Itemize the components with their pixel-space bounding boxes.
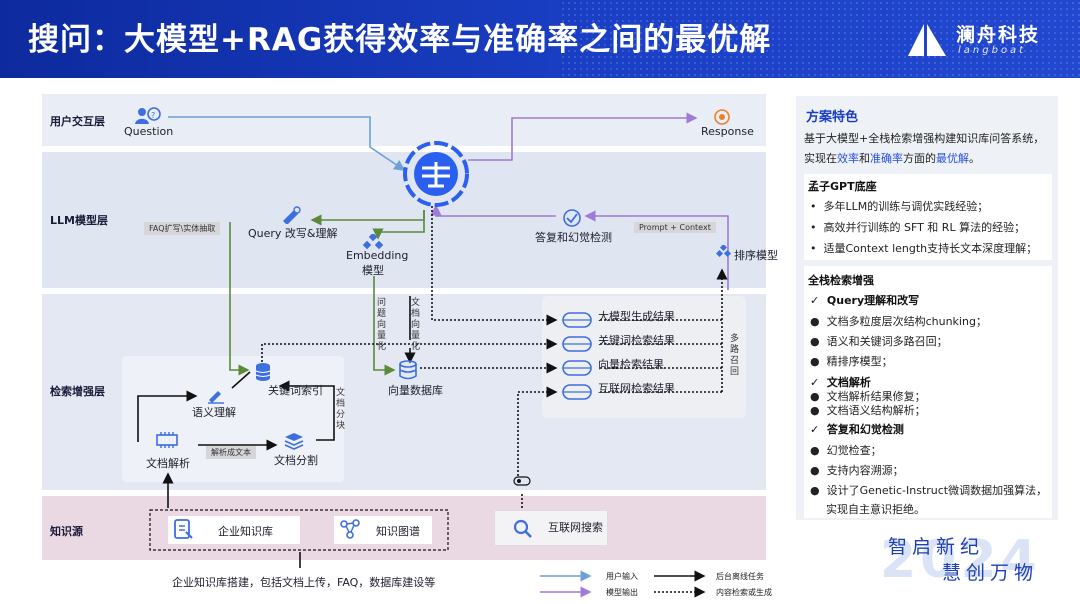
knowledge-graph-label: 知识图谱 [376,525,420,538]
check-feature-item: ● 设计了Genetic-Instruct微调数据加强算法， [810,484,1048,497]
semantic-label: 语义理解 [192,406,236,419]
response-label: Response [701,125,754,138]
check-feature-item: 实现自主意识拒绝。 [826,503,925,516]
gpt-item: • 高效并行训练的 SFT 和 RL 算法的经验； [810,221,1026,234]
lane-label-llm: LLM模型层 [50,214,108,227]
knowledge-graph-card [334,516,432,544]
doc-parse-label: 文档解析 [146,457,190,470]
query-feature-item: ● 精排序模型； [810,355,893,368]
logo-name-cn: 澜舟科技 [956,24,1041,46]
doc-parse-icon [156,432,178,448]
semantic-icon [208,391,224,404]
gpt-item: • 适量Context length支持长文本深度理解； [810,242,1038,255]
graph-icon [340,519,360,539]
enterprise-kb-label: 企业知识库 [218,525,273,538]
database-icon [562,384,592,400]
result-llm-label: 大模型生成结果 [598,310,675,323]
result-keyword-label: 关键词检索结果 [598,334,675,347]
enterprise-kb-card [168,516,300,544]
panel-fullstack-box: 全栈检索增强 ✓ Query理解和改写 ● 文档多粒度层次结构chunking；… [804,266,1052,518]
company-logo: 澜舟科技 langboat [906,18,1056,64]
query-rewrite-icon [283,206,301,224]
vlabel-question-vector: 问题向量化 [376,298,386,352]
tag-parse-text: 解析成文本 [206,446,256,459]
legend-content-retrieval: 内容检索或生成 [716,588,772,597]
header-dot-pattern [560,0,1080,78]
legend-user-input: 用户输入 [606,572,638,581]
slogan-line-2: 慧创万物 [942,562,1039,584]
parse-feature-item: ● 文档解析结果修复； [810,390,926,403]
vector-db-icon [399,360,417,380]
gpt-item: • 多年LLM的训练与调优实践经验； [810,200,989,213]
keyword-index-label: 关键词索引 [268,384,323,397]
toggle-icon [513,476,531,486]
fullstack-section-title: 全栈检索增强 [808,274,874,287]
check-icon [563,209,581,227]
dedupe-check-label: 答复和幻觉检测 [535,231,612,244]
doc-split-label: 文档分割 [274,454,318,467]
query-feature-title: ✓ Query理解和改写 [810,294,920,307]
result-vector-label: 向量检索结果 [598,358,664,371]
panel-gpt-box: 孟子GPT底座 • 多年LLM的训练与调优实践经验； • 高效并行训练的 SFT… [804,174,1052,260]
tag-faq-expand: FAQ扩写\实体抽取 [144,222,221,235]
parse-feature-item: ● 文档语义结构解析； [810,404,926,417]
lane-user [42,94,766,146]
gpt-section-title: 孟子GPT底座 [808,180,877,193]
embedding-model-icon [362,234,384,250]
vlabel-doc-vector: 文档向量化 [410,298,420,352]
vector-db-label: 向量数据库 [388,384,443,397]
lane-label-knowledge: 知识源 [50,525,83,538]
search-icon [513,519,532,538]
response-icon [714,109,730,125]
vlabel-doc-split: 文档分块 [335,388,345,431]
document-icon [174,519,193,539]
svg-text:?: ? [151,111,155,120]
retrieval-inner-box [122,356,344,482]
web-search-card [494,510,608,546]
parse-feature-title: ✓ 文档解析 [810,376,871,389]
panel-title: 方案特色 [806,110,859,125]
lane-label-user: 用户交互层 [50,115,105,128]
query-feature-item: ● 文档多粒度层次结构chunking； [810,315,987,328]
feature-panel: 方案特色 基于大模型+全栈检索增强构建知识库问答系统， 实现在效率和准确率方面的… [796,96,1058,520]
page-title: 搜问：大模型+RAG获得效率与准确率之间的最优解 [28,22,772,58]
legend-offline-task: 后台离线任务 [716,572,764,581]
panel-intro-1: 基于大模型+全栈检索增强构建知识库问答系统， [804,132,1045,145]
vlabel-multi-recall: 多路召回 [729,334,739,377]
database-icon [562,360,592,376]
header-banner: 搜问：大模型+RAG获得效率与准确率之间的最优解 澜舟科技 langboat [0,0,1080,78]
rerank-icon [716,245,732,258]
check-feature-item: ● 幻觉检查； [810,444,882,457]
web-search-label: 互联网搜索 [548,521,603,534]
database-icon [562,336,592,352]
keyword-index-icon [255,363,271,381]
embedding-label-1: Embedding [346,249,409,262]
query-rewrite-label: Query 改写&理解 [248,227,338,240]
result-web-label: 互联网检索结果 [598,382,675,395]
check-feature-title: ✓ 答复和幻觉检测 [810,423,904,436]
logo-name-en: langboat [958,45,1027,56]
rerank-label: 排序模型 [734,249,778,262]
lane-label-retrieval: 检索增强层 [50,385,105,398]
llm-core-icon [403,141,469,207]
database-icon [562,312,592,328]
slogan-line-1: 智启新纪 [888,536,985,558]
question-user-icon: ? [135,107,161,124]
doc-split-icon [284,433,304,450]
query-feature-item: ● 语义和关键词多路召回； [810,335,948,348]
legend-model-output: 模型输出 [606,588,638,597]
check-feature-item: ● 支持内容溯源； [810,464,904,477]
panel-intro-2: 实现在效率和准确率方面的最优解。 [804,152,980,165]
results-box [542,296,746,418]
sail-logo-icon [908,24,946,56]
embedding-label-2: 模型 [362,264,384,277]
year-watermark: 2024 [880,530,1041,590]
question-label: Question [124,125,174,138]
footer-note: 企业知识库搭建，包括文档上传，FAQ，数据库建设等 [172,576,436,589]
tag-prompt-context: Prompt + Context [634,222,716,233]
